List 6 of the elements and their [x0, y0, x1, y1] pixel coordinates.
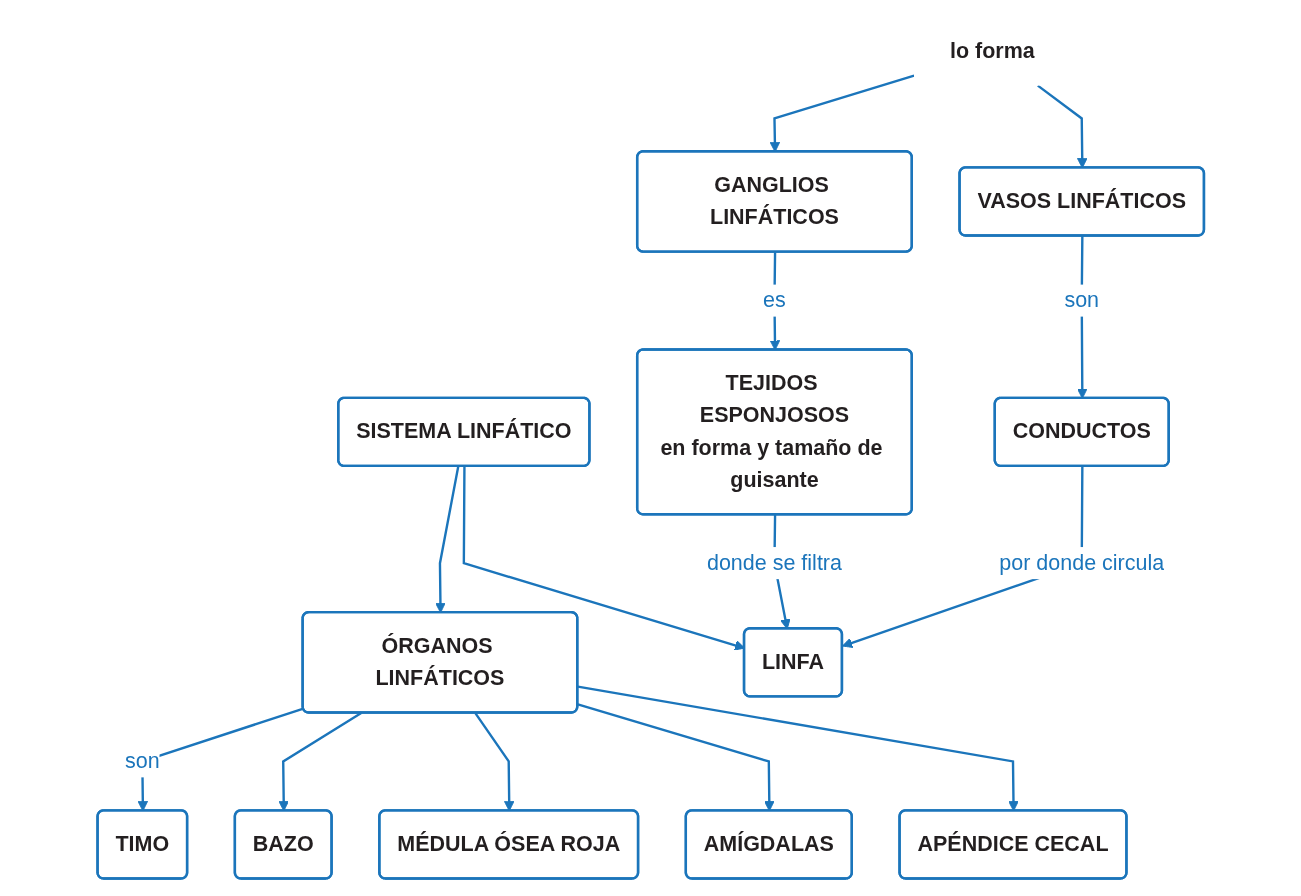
- edge-label: son: [1064, 288, 1099, 312]
- edge-label: por donde circula: [999, 550, 1164, 575]
- edge-label: donde se filtra: [706, 550, 842, 575]
- edge-label: es: [762, 288, 786, 312]
- node-text: lo forma: [949, 39, 1035, 63]
- edge-label: son: [124, 748, 160, 773]
